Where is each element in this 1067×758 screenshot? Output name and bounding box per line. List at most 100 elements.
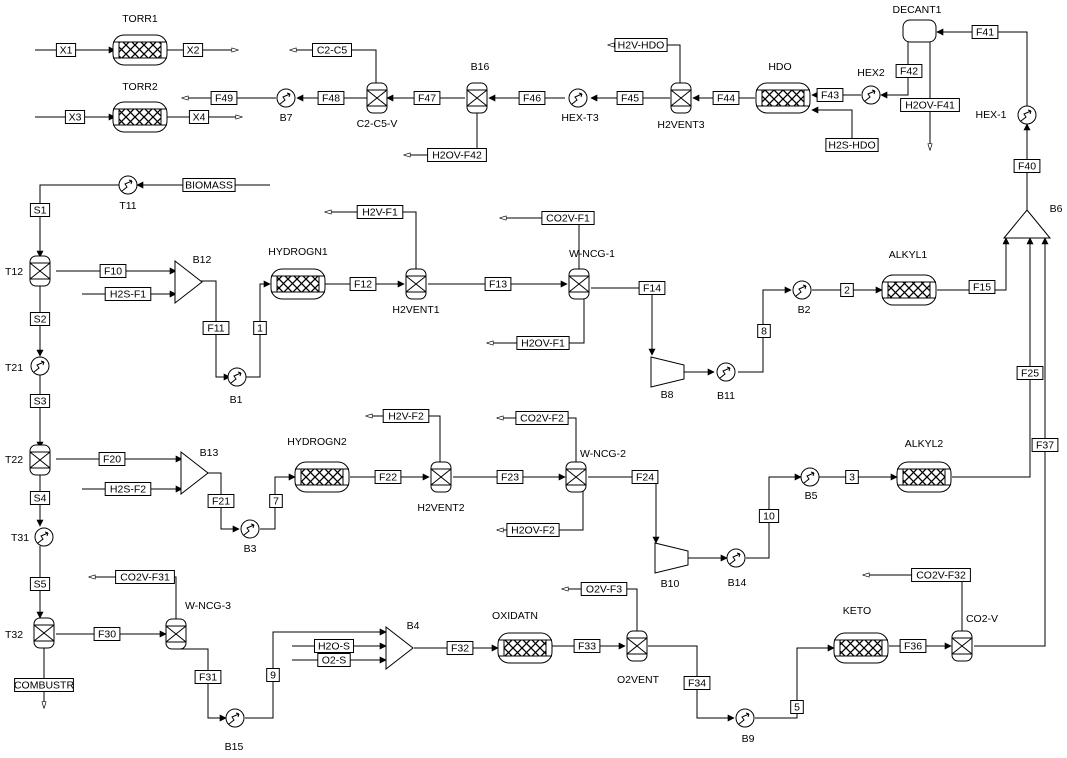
mixer-b4[interactable] (385, 625, 414, 671)
decanter-decant1[interactable] (902, 19, 937, 43)
flash-h2vent1[interactable] (405, 268, 427, 300)
heater-hex1[interactable] (1017, 105, 1037, 125)
stream-label-f34[interactable]: F34 (683, 676, 711, 690)
flash-c2c5v[interactable] (366, 82, 388, 114)
flash-b16[interactable] (466, 82, 488, 114)
stream-label-f41[interactable]: F41 (971, 25, 999, 39)
reactor-hydrogn2[interactable] (294, 461, 350, 493)
stream-label-f45[interactable]: F45 (616, 91, 644, 105)
heater-hex2[interactable] (861, 85, 881, 105)
stream-label-f20[interactable]: F20 (98, 452, 126, 466)
mixer-b12[interactable] (174, 259, 203, 305)
heater-b2[interactable] (792, 280, 812, 300)
flash-wncg1[interactable] (568, 268, 590, 300)
stream-label-f46[interactable]: F46 (518, 91, 546, 105)
reactor-alkyl1[interactable] (881, 274, 937, 306)
stream-label-co2vf2[interactable]: CO2V-F2 (515, 411, 569, 425)
stream-f24[interactable] (588, 476, 660, 544)
stream-h2v-f1[interactable] (325, 212, 417, 270)
stream-label-h2shdo[interactable]: H2S-HDO (825, 138, 879, 152)
stream-label-s5[interactable]: 5 (790, 700, 804, 714)
heater-b5[interactable] (800, 467, 820, 487)
stream-label-f36[interactable]: F36 (899, 639, 927, 653)
stream-label-h2vf1[interactable]: H2V-F1 (356, 205, 404, 219)
stream-label-f12[interactable]: F12 (349, 277, 377, 291)
stream-label-biomass[interactable]: BIOMASS (182, 178, 236, 192)
heater-b14[interactable] (726, 548, 746, 568)
heater-b7[interactable] (276, 88, 296, 108)
stream-label-s1[interactable]: 1 (253, 321, 267, 335)
stream-label-f30[interactable]: F30 (93, 627, 121, 641)
flash-co2v[interactable] (951, 630, 973, 662)
stream-label-f14[interactable]: F14 (638, 281, 666, 295)
stream-label-h2sf1[interactable]: H2S-F1 (104, 287, 152, 301)
stream-label-f24[interactable]: F24 (631, 470, 659, 484)
stream-label-f44[interactable]: F44 (712, 91, 740, 105)
flash-t32[interactable] (33, 617, 55, 649)
stream-label-co2vf1[interactable]: CO2V-F1 (541, 211, 595, 225)
reactor-torr2[interactable] (112, 101, 168, 133)
reactor-keto[interactable] (833, 632, 889, 664)
reactor-torr1[interactable] (112, 34, 168, 66)
stream-f25[interactable] (952, 237, 1034, 478)
stream-f15[interactable] (937, 237, 1010, 291)
stream-label-s7[interactable]: 7 (269, 494, 283, 508)
stream-f42[interactable] (880, 40, 909, 99)
stream-label-s5[interactable]: S5 (29, 577, 51, 591)
stream-label-s10[interactable]: 10 (758, 509, 780, 523)
compressor-b10[interactable] (654, 542, 689, 574)
stream-label-f49[interactable]: F49 (210, 91, 238, 105)
mixer-b13[interactable] (180, 450, 209, 496)
compressor-b8[interactable] (650, 356, 685, 388)
stream-5[interactable] (755, 644, 835, 719)
stream-co2v-f32[interactable] (863, 575, 963, 632)
stream-label-f22[interactable]: F22 (374, 470, 402, 484)
reactor-hdo[interactable] (755, 82, 811, 114)
flash-t22[interactable] (29, 444, 51, 476)
stream-label-f13[interactable]: F13 (484, 277, 512, 291)
flash-wncg3[interactable] (165, 618, 187, 650)
stream-label-co2vf31[interactable]: CO2V-F31 (115, 570, 175, 584)
stream-label-f37[interactable]: F37 (1031, 438, 1059, 452)
stream-label-f23[interactable]: F23 (496, 470, 524, 484)
stream-label-o2vf3[interactable]: O2V-F3 (580, 582, 628, 596)
stream-f37[interactable] (974, 237, 1049, 647)
stream-label-f15[interactable]: F15 (968, 280, 996, 294)
stream-label-f40[interactable]: F40 (1013, 159, 1041, 173)
heater-t11[interactable] (118, 175, 138, 195)
stream-label-h2os[interactable]: H2O-S (314, 639, 354, 653)
heater-hext3[interactable] (568, 88, 588, 108)
flash-t12[interactable] (29, 255, 51, 287)
heater-b11[interactable] (716, 362, 736, 382)
reactor-alkyl2[interactable] (896, 461, 952, 493)
stream-label-x4[interactable]: X4 (188, 110, 210, 124)
reactor-oxidatn[interactable] (497, 632, 553, 664)
stream-label-h2ovf41[interactable]: H2OV-F41 (900, 98, 960, 112)
heater-b1[interactable] (227, 367, 247, 387)
stream-s1[interactable] (36, 184, 119, 258)
mixer-b6[interactable] (1002, 209, 1052, 239)
flash-o2vent[interactable] (626, 630, 648, 662)
flash-wncg2[interactable] (565, 461, 587, 493)
stream-label-co2vf32[interactable]: CO2V-F32 (911, 568, 971, 582)
stream-label-h2sf2[interactable]: H2S-F2 (104, 482, 152, 496)
stream-label-f32[interactable]: F32 (446, 641, 474, 655)
stream-label-combustr[interactable]: COMBUSTR (14, 678, 75, 692)
stream-h2s-hdo[interactable] (811, 106, 853, 145)
stream-label-o2s[interactable]: O2-S (317, 653, 351, 667)
stream-label-s9[interactable]: 9 (266, 668, 280, 682)
heater-b9[interactable] (735, 708, 755, 728)
stream-label-f42[interactable]: F42 (895, 64, 923, 78)
stream-f14[interactable] (591, 287, 656, 356)
stream-label-s3[interactable]: 3 (845, 470, 859, 484)
stream-label-s1[interactable]: S1 (29, 203, 51, 217)
stream-label-f31[interactable]: F31 (194, 670, 222, 684)
flash-h2vent3[interactable] (670, 82, 692, 114)
stream-label-f43[interactable]: F43 (816, 88, 844, 102)
stream-label-x3[interactable]: X3 (64, 110, 86, 124)
stream-label-f10[interactable]: F10 (99, 264, 127, 278)
flash-h2vent2[interactable] (430, 461, 452, 493)
heater-b3[interactable] (240, 519, 260, 539)
stream-label-x1[interactable]: X1 (55, 43, 77, 57)
stream-label-s4[interactable]: S4 (29, 491, 51, 505)
